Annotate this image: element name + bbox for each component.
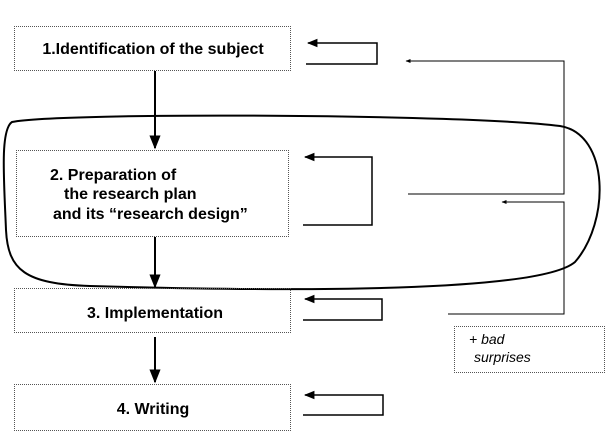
step-box-1: 1.Identification of the subject xyxy=(13,25,292,72)
self-loop-step-4 xyxy=(303,390,384,416)
bad-surprises-note: + bad surprises xyxy=(454,326,606,373)
step-box-4: 4. Writing xyxy=(14,383,291,431)
step-1-label: 1.Identification of the subject xyxy=(42,41,264,58)
self-loop-step-1 xyxy=(306,38,378,65)
self-loop-step-3 xyxy=(303,294,383,321)
note-line-1: + bad xyxy=(469,331,506,347)
step-2-line-1: 2. Preparation of xyxy=(50,167,177,184)
step-2-line-2: the research plan xyxy=(64,186,197,203)
feedback-loop-to-step-2 xyxy=(448,200,565,315)
step-4-label: 4. Writing xyxy=(117,401,190,418)
step-3-label: 3. Implementation xyxy=(87,305,223,322)
phase-ellipse xyxy=(2,114,601,291)
step-box-2: 2. Preparation of the research plan and … xyxy=(15,149,289,238)
step-box-3: 3. Implementation xyxy=(14,288,291,334)
feedback-loop-to-step-1 xyxy=(405,59,565,195)
self-loop-step-2 xyxy=(303,152,373,226)
step-2-line-3: and its “research design” xyxy=(53,206,248,223)
note-line-2: surprises xyxy=(474,349,531,365)
